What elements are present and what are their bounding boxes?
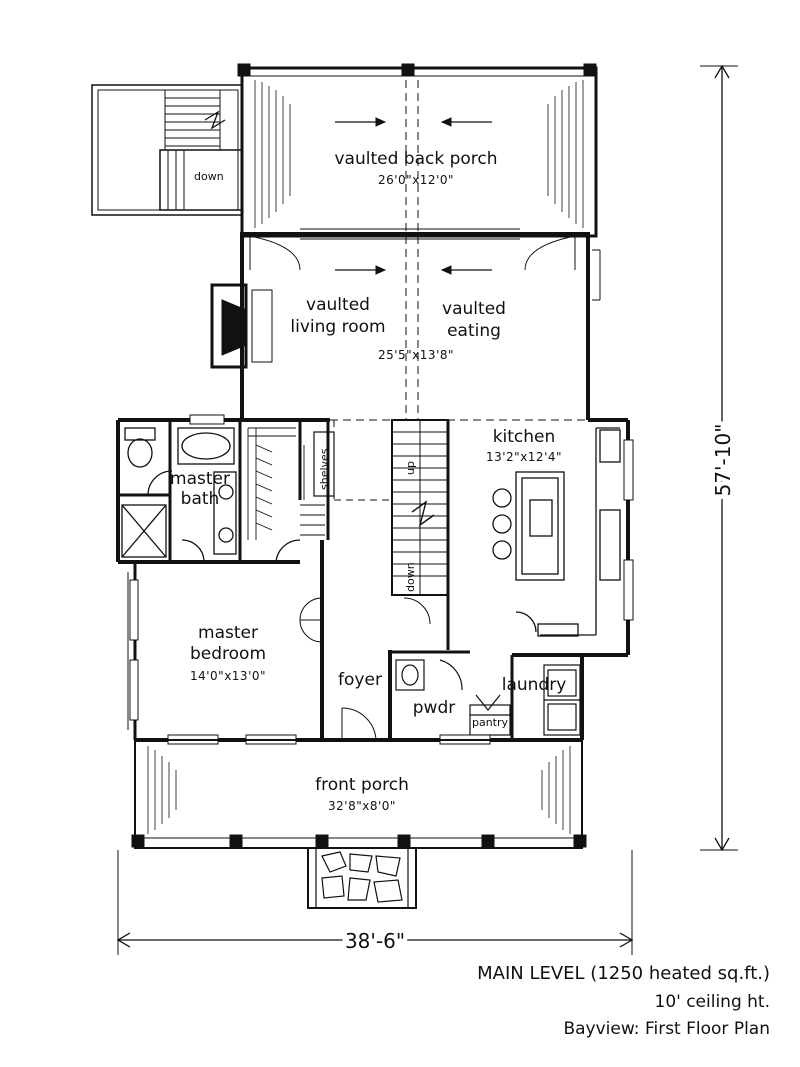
back-porch-structure <box>237 63 598 420</box>
utility-fixtures <box>395 659 581 736</box>
shelves-label: shelves <box>318 448 331 490</box>
caption-plan-title: Bayview: First Floor Plan <box>563 1019 770 1039</box>
main-stair <box>391 419 449 625</box>
back-porch-label: vaulted back porch <box>334 149 497 169</box>
width-dimension-label: 38'-6" <box>345 929 405 953</box>
living-eating-structure <box>210 228 601 421</box>
closet-shelving <box>247 427 325 540</box>
dimension-width-line <box>116 850 634 955</box>
caption-main-level: MAIN LEVEL (1250 heated sq.ft.) <box>477 963 770 984</box>
bedroom-doors <box>299 597 377 741</box>
eating-label-1: vaulted <box>442 299 506 319</box>
kitchen-size: 13'2"x12'4" <box>486 450 562 464</box>
kitchen-fixtures <box>492 427 621 637</box>
powder-label: pwdr <box>413 698 455 718</box>
deck-stair-down-label: down <box>194 170 224 183</box>
master-bedroom-label-2: bedroom <box>190 644 266 664</box>
front-porch-label: front porch <box>315 775 409 795</box>
stair-down-label: down <box>404 562 417 592</box>
master-bath-label-1: master <box>170 469 230 489</box>
foyer-label: foyer <box>338 670 382 690</box>
back-porch-size: 26'0"x12'0" <box>378 173 454 187</box>
master-bedroom-label-1: master <box>198 623 258 643</box>
pantry-label: pantry <box>472 716 509 729</box>
master-bath-label-2: bath <box>181 489 220 509</box>
laundry-label: laundry <box>502 675 567 695</box>
stair-up-label: up <box>404 461 417 475</box>
kitchen-label: kitchen <box>493 427 556 447</box>
caption-ceiling-height: 10' ceiling ht. <box>654 992 771 1012</box>
shelves-nook <box>313 431 335 497</box>
front-steps <box>307 847 417 909</box>
depth-dimension-label: 57'-10" <box>711 424 735 497</box>
living-room-label-1: vaulted <box>306 295 370 315</box>
front-porch-size: 32'8"x8'0" <box>328 799 396 813</box>
bath-fixtures <box>121 427 301 563</box>
living-room-label-2: living room <box>290 317 385 337</box>
dimension-depth-line <box>700 64 738 852</box>
back-deck-stairs <box>91 84 243 216</box>
master-bedroom-size: 14'0"x13'0" <box>190 669 266 683</box>
front-porch-structure <box>131 739 587 849</box>
eating-label-2: eating <box>447 321 501 341</box>
living-eating-size: 25'5"x13'8" <box>378 348 454 362</box>
